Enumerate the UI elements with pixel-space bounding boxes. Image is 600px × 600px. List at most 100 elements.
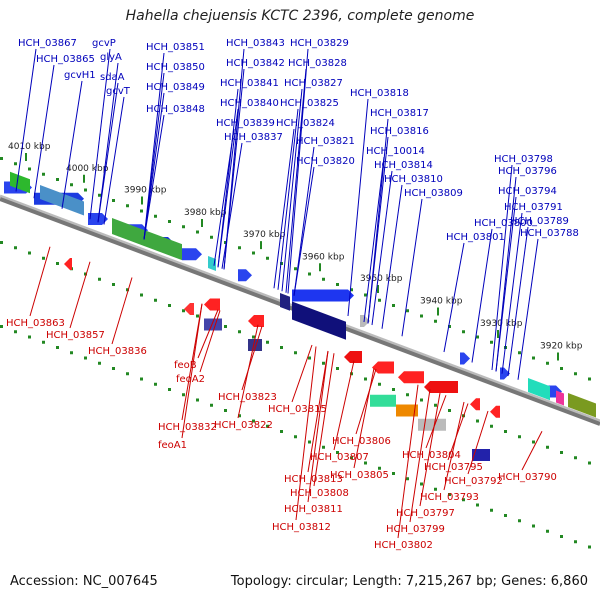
forward-label-leader bbox=[293, 166, 315, 296]
reverse-label-leader bbox=[307, 350, 329, 503]
reverse-outer-tick-track bbox=[322, 445, 325, 449]
forward-gene-label: HCH_03817 bbox=[370, 108, 429, 119]
forward-tick-track bbox=[98, 193, 101, 197]
reverse-gene-label: HCH_03823 bbox=[218, 392, 277, 403]
forward-label-leader bbox=[217, 108, 239, 268]
reverse-label-leader bbox=[419, 392, 441, 507]
forward-gene-label: HCH_03827 bbox=[284, 78, 343, 89]
reverse-outer-tick-track bbox=[532, 524, 535, 528]
forward-tick-track bbox=[70, 183, 73, 187]
forward-gene-label: gcvP bbox=[92, 38, 116, 49]
forward-gene-arrow bbox=[182, 248, 202, 261]
reverse-tick-track bbox=[392, 388, 395, 391]
forward-tick-track bbox=[560, 367, 563, 370]
reverse-tick-track bbox=[98, 277, 101, 281]
reverse-gene-arrow bbox=[424, 381, 458, 393]
reverse-label-leader bbox=[181, 303, 203, 439]
reverse-outer-tick-track bbox=[182, 393, 185, 397]
forward-label-leader bbox=[213, 128, 235, 266]
reverse-tick-track bbox=[322, 361, 325, 365]
forward-gene-label: HCH_03809 bbox=[404, 188, 463, 199]
reverse-gene-arrow bbox=[372, 361, 394, 374]
reverse-gene-label: HCH_03802 bbox=[374, 540, 433, 551]
forward-tick-track bbox=[336, 283, 339, 286]
reverse-label-leader bbox=[29, 246, 51, 317]
reverse-outer-tick-track bbox=[350, 456, 353, 460]
forward-gene-label: HCH_03828 bbox=[288, 58, 347, 69]
forward-gene-label: HCH_03821 bbox=[296, 136, 355, 147]
forward-label-leader bbox=[103, 96, 125, 225]
forward-tick-track bbox=[140, 209, 143, 213]
reverse-gene-label: feoA1 bbox=[158, 440, 187, 451]
operon-block bbox=[10, 171, 30, 194]
forward-gene-label: glyA bbox=[100, 52, 122, 63]
reverse-label-leader bbox=[313, 353, 335, 487]
forward-gene-arrow bbox=[360, 315, 370, 327]
reverse-tick-track bbox=[336, 367, 339, 370]
forward-gene-label: HCH_03788 bbox=[520, 228, 579, 239]
reverse-label-leader bbox=[425, 395, 447, 449]
reverse-gene-arrow bbox=[470, 398, 480, 411]
reverse-tick-track bbox=[378, 382, 381, 386]
reverse-tick-track bbox=[294, 351, 297, 355]
reverse-gene-label: HCH_03799 bbox=[386, 524, 445, 535]
forward-label-leader bbox=[89, 48, 111, 220]
forward-tick-track bbox=[406, 309, 409, 313]
forward-gene-label: HCH_03851 bbox=[146, 42, 205, 53]
reverse-tick-track bbox=[532, 440, 535, 444]
operon-block bbox=[208, 256, 216, 271]
reverse-outer-tick-track bbox=[280, 430, 283, 433]
forward-gene-label: HCH_03791 bbox=[504, 202, 563, 213]
forward-label-leader bbox=[287, 48, 309, 294]
forward-tick-track bbox=[280, 262, 283, 265]
forward-tick-track bbox=[182, 225, 185, 229]
reverse-label-leader bbox=[397, 384, 419, 539]
reverse-tick-track bbox=[28, 251, 31, 255]
reverse-outer-tick-track bbox=[546, 529, 549, 533]
scale-label: 3960 kbp bbox=[302, 252, 345, 262]
forward-tick-track bbox=[42, 172, 45, 176]
reverse-outer-tick-track bbox=[140, 377, 143, 381]
forward-gene-label: HCH_03825 bbox=[280, 98, 339, 109]
operon-block bbox=[568, 393, 596, 418]
reverse-tick-track bbox=[126, 288, 129, 292]
reverse-tick-track bbox=[280, 346, 283, 349]
forward-gene-label: HCH_03849 bbox=[146, 82, 205, 93]
reverse-tick-track bbox=[364, 377, 367, 381]
forward-label-leader bbox=[143, 92, 165, 240]
forward-tick-track bbox=[420, 314, 423, 318]
forward-tick-track bbox=[434, 319, 437, 323]
forward-label-leader bbox=[293, 146, 315, 296]
operon-block bbox=[292, 301, 346, 340]
reverse-outer-tick-track bbox=[392, 472, 395, 475]
forward-tick-track bbox=[476, 335, 479, 339]
reverse-outer-tick-track bbox=[518, 519, 521, 523]
reverse-label-leader bbox=[467, 410, 489, 475]
forward-label-leader bbox=[367, 136, 389, 324]
operon-block bbox=[280, 293, 290, 311]
reverse-outer-tick-track bbox=[434, 487, 437, 491]
operon-block bbox=[556, 390, 564, 406]
reverse-gene-label: HCH_03815 bbox=[268, 404, 327, 415]
reverse-outer-tick-track bbox=[0, 325, 3, 328]
reverse-gene-label: HCH_03857 bbox=[46, 330, 105, 341]
forward-gene-label: HCH_03789 bbox=[510, 216, 569, 227]
reverse-outer-tick-track bbox=[252, 419, 255, 423]
operon-block bbox=[528, 377, 550, 401]
reverse-label-leader bbox=[353, 368, 375, 469]
forward-label-leader bbox=[491, 164, 513, 371]
forward-gene-label: HCH_03794 bbox=[498, 186, 557, 197]
operon-block bbox=[40, 185, 84, 216]
forward-tick-track bbox=[546, 361, 549, 365]
forward-tick-track bbox=[112, 199, 115, 202]
reverse-tick-track bbox=[168, 304, 171, 307]
forward-tick-track bbox=[322, 277, 325, 281]
reverse-outer-tick-track bbox=[196, 398, 199, 402]
forward-gene-label: HCH_03816 bbox=[370, 126, 429, 137]
forward-gene-label: HCH_03800 bbox=[474, 218, 533, 229]
reverse-label-leader bbox=[355, 368, 377, 435]
lower-feature-block bbox=[204, 318, 222, 331]
forward-gene-arrow bbox=[238, 269, 252, 282]
reverse-label-leader bbox=[237, 324, 259, 419]
reverse-outer-tick-track bbox=[210, 403, 213, 407]
